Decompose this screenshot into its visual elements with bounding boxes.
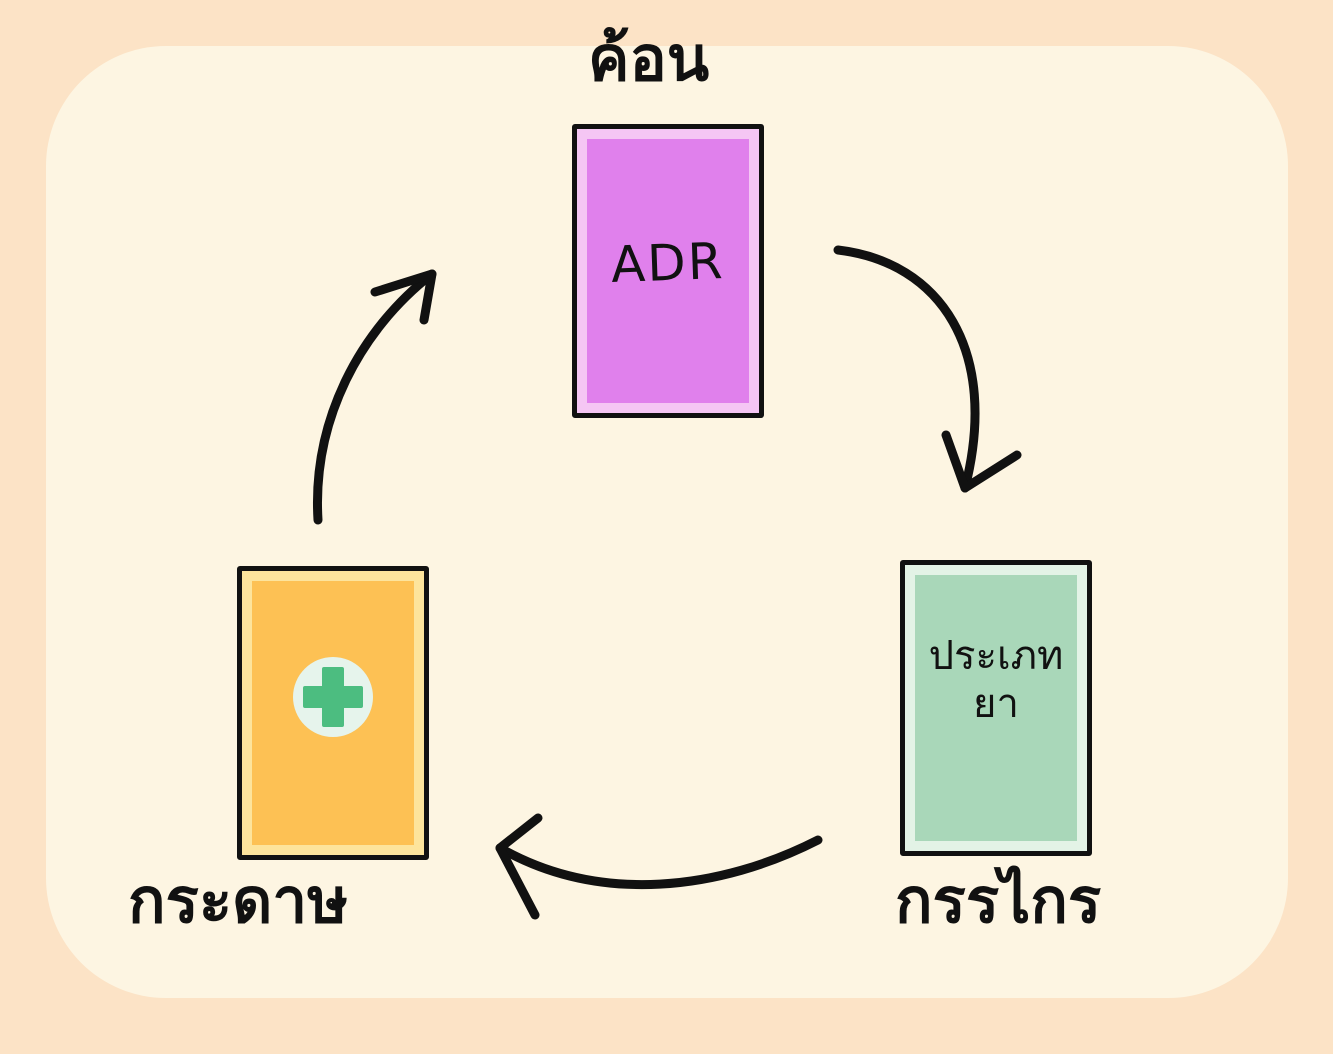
label-paper: กระดาษ — [128, 864, 349, 937]
label-scissors: กรรไกร — [895, 864, 1102, 937]
arrowhead-right — [941, 430, 1022, 493]
card-drug-type-face: ประเภท ยา — [915, 575, 1077, 841]
card-drug-type-line2: ยา — [973, 681, 1019, 727]
arrow-right-to-left — [495, 835, 823, 889]
card-drug-type: ประเภท ยา — [900, 560, 1092, 856]
medical-cross-icon-shape — [303, 667, 363, 727]
arrow-top-to-right — [833, 245, 980, 493]
label-hammer: ค้อน — [588, 22, 710, 95]
card-adr-face: ADR — [587, 139, 749, 403]
card-medical-face — [252, 581, 414, 845]
arrowhead-left — [495, 813, 543, 920]
arrowhead-top — [370, 269, 437, 325]
medical-cross-icon — [293, 657, 373, 737]
card-adr: ADR — [572, 124, 764, 418]
card-drug-type-line1: ประเภท — [928, 633, 1064, 679]
card-medical — [237, 566, 429, 860]
arrow-left-to-top — [312, 269, 437, 525]
